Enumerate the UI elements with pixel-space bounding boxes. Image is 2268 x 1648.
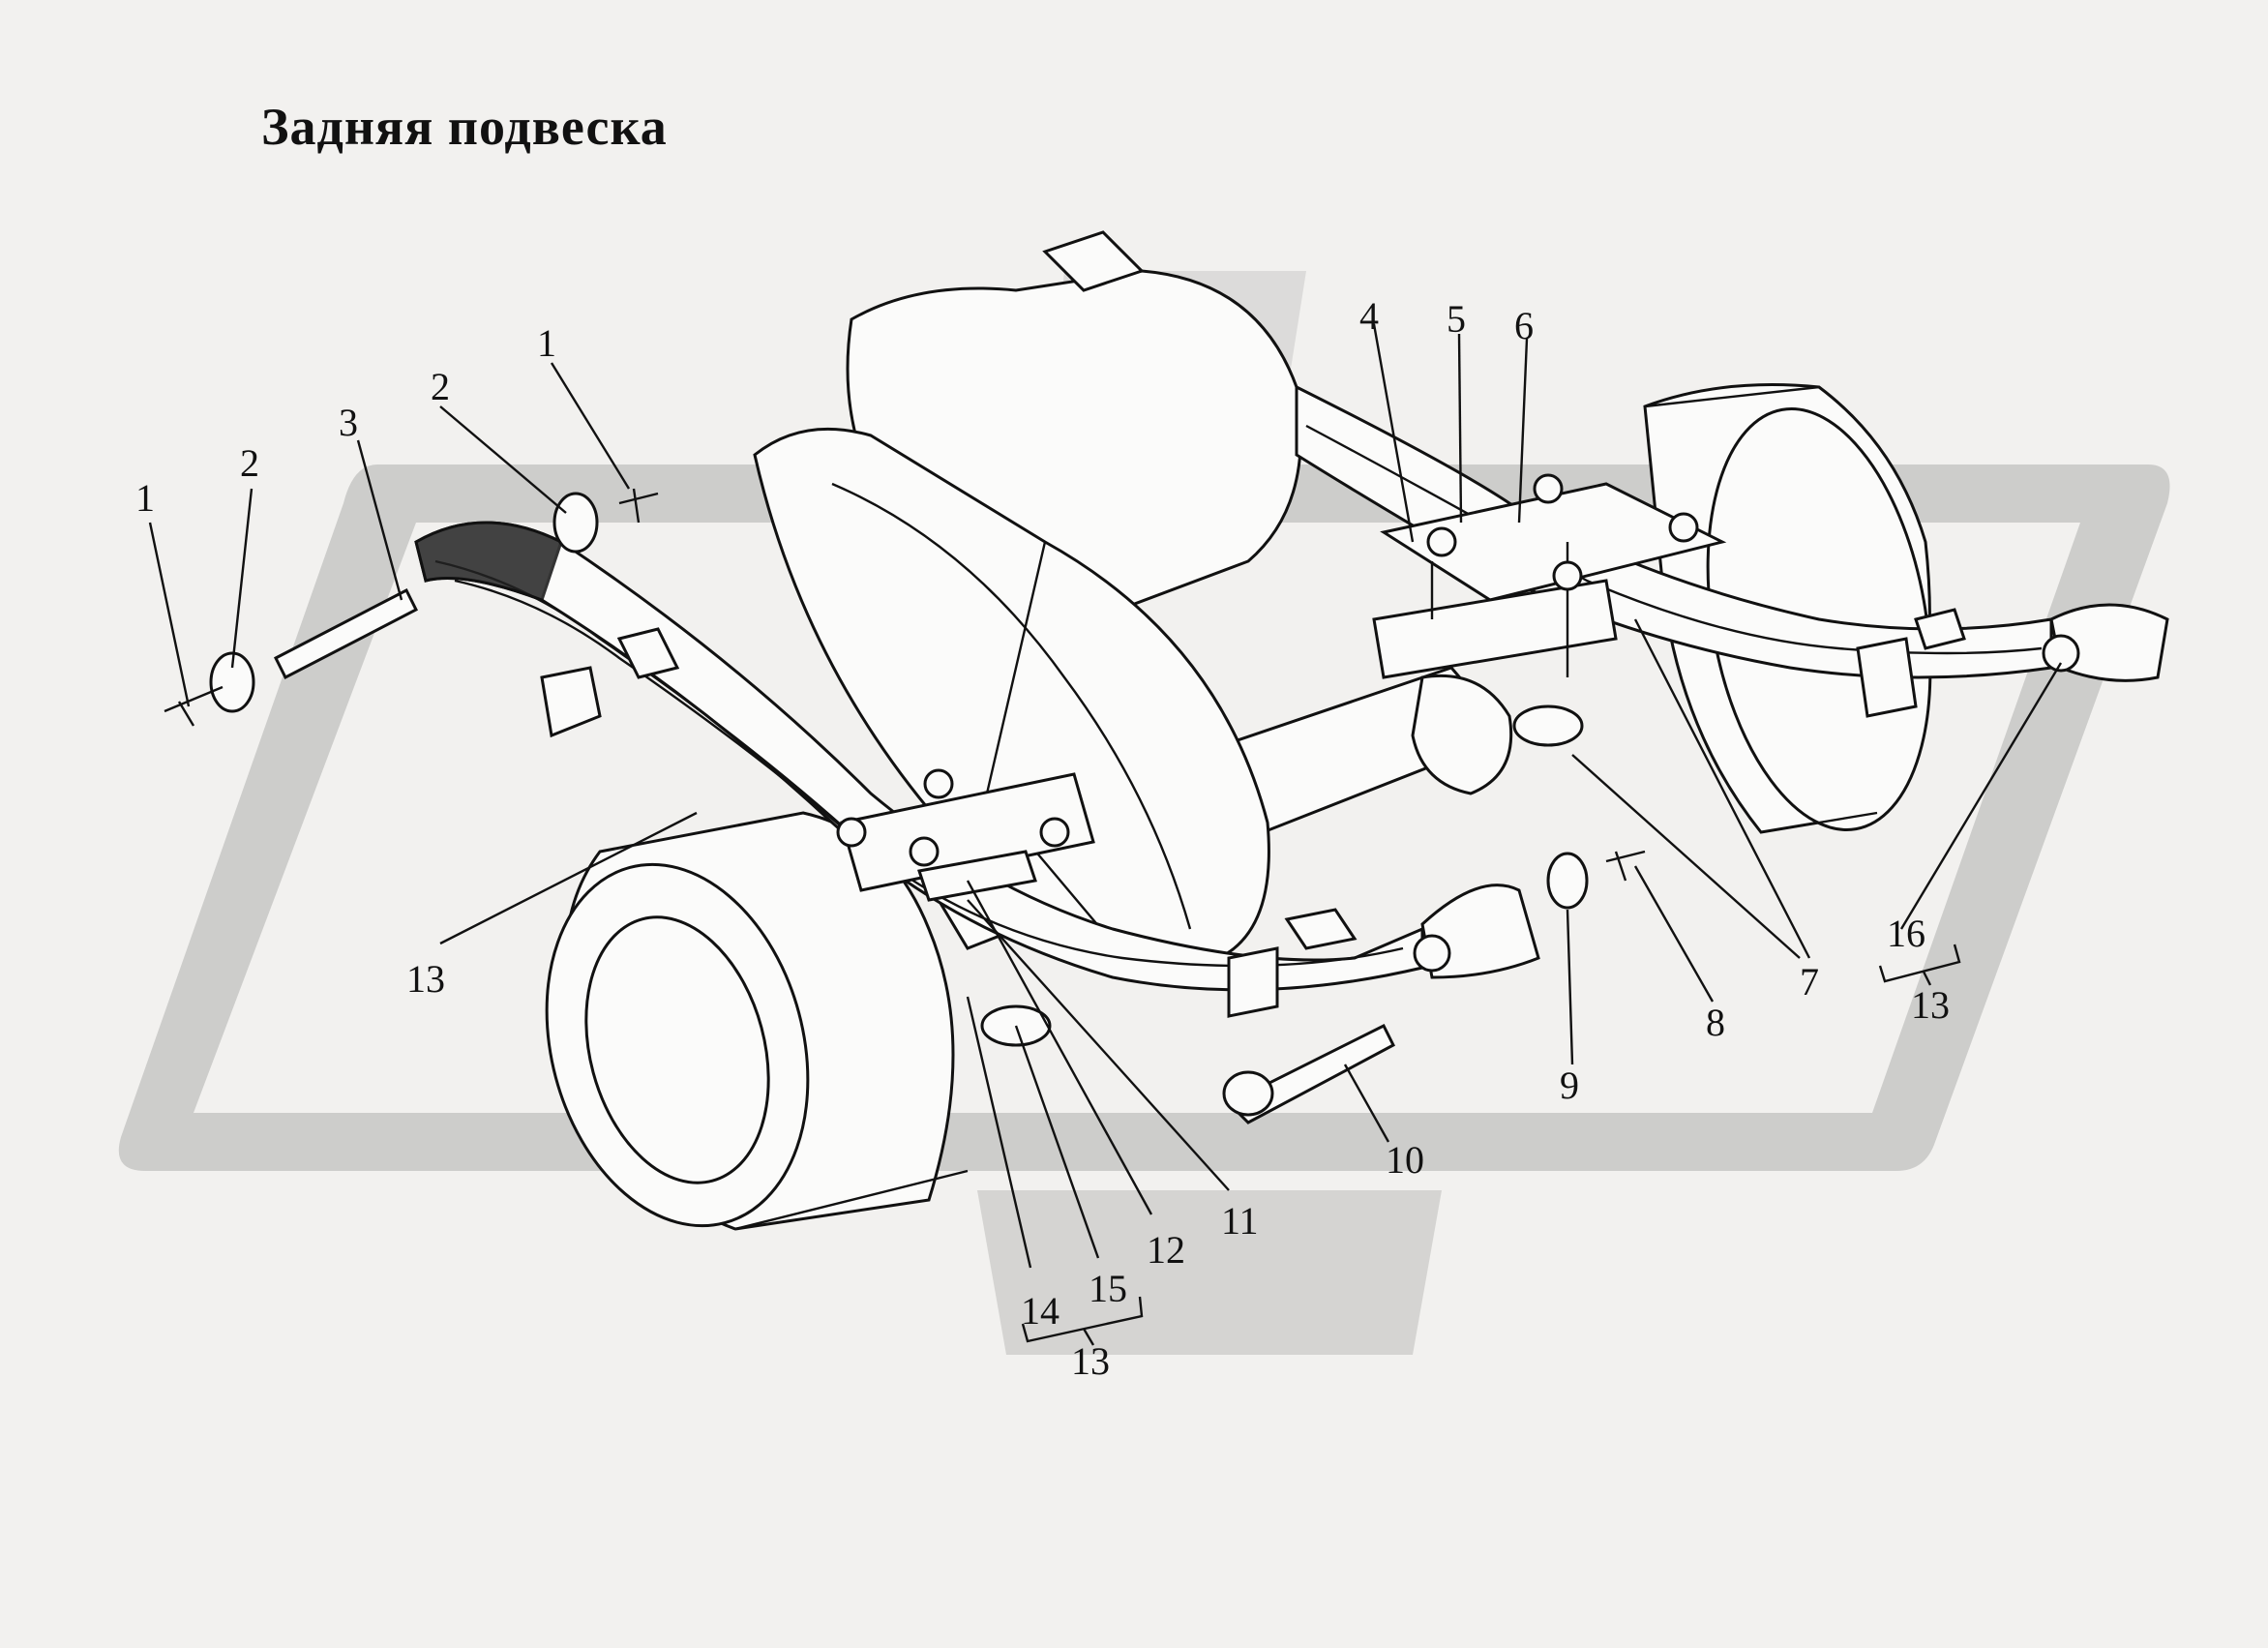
callout-2-mid: 2 bbox=[431, 365, 450, 408]
cotter-pin-left-outer bbox=[164, 685, 224, 727]
callout-6: 6 bbox=[1514, 304, 1534, 347]
loose-parts bbox=[164, 488, 1646, 1124]
callout-13-left: 13 bbox=[406, 957, 445, 1001]
callout-13-bottom: 13 bbox=[1071, 1339, 1110, 1383]
left-wheel-hub bbox=[545, 811, 969, 1231]
washer-right bbox=[1546, 852, 1589, 910]
axle-housing bbox=[753, 230, 1513, 979]
callout-13-right: 13 bbox=[1911, 983, 1950, 1027]
pin-head bbox=[1222, 1070, 1274, 1117]
callout-8: 8 bbox=[1706, 1001, 1725, 1044]
left-leaf-spring bbox=[414, 521, 1540, 1018]
callout-15: 15 bbox=[1089, 1267, 1127, 1310]
callout-1-left: 1 bbox=[135, 476, 155, 520]
cotter-pin-left-inner bbox=[618, 488, 659, 524]
callout-4: 4 bbox=[1359, 294, 1379, 338]
callout-16: 16 bbox=[1887, 912, 1925, 955]
page-title: Задняя подвеска bbox=[261, 98, 668, 156]
callout-14: 14 bbox=[1021, 1289, 1059, 1333]
callout-12: 12 bbox=[1147, 1228, 1185, 1272]
leader-lines bbox=[148, 323, 2063, 1346]
right-ubolt-clamp bbox=[1372, 473, 1727, 747]
washer-left-inner bbox=[552, 492, 599, 554]
callout-2-left: 2 bbox=[240, 441, 259, 485]
callout-1-mid: 1 bbox=[537, 321, 556, 365]
callout-9: 9 bbox=[1560, 1064, 1579, 1107]
callout-labels: 1 2 3 2 1 4 5 6 7 8 9 10 11 12 13 14 15 … bbox=[135, 294, 1950, 1383]
spring-pin-left bbox=[273, 587, 419, 680]
callout-10: 10 bbox=[1386, 1138, 1424, 1182]
washer-left-outer bbox=[209, 651, 255, 713]
callout-3: 3 bbox=[339, 401, 358, 444]
callout-11: 11 bbox=[1221, 1199, 1259, 1243]
callout-7: 7 bbox=[1800, 960, 1819, 1004]
callout-5: 5 bbox=[1447, 297, 1466, 341]
cotter-pin-right bbox=[1605, 850, 1646, 882]
